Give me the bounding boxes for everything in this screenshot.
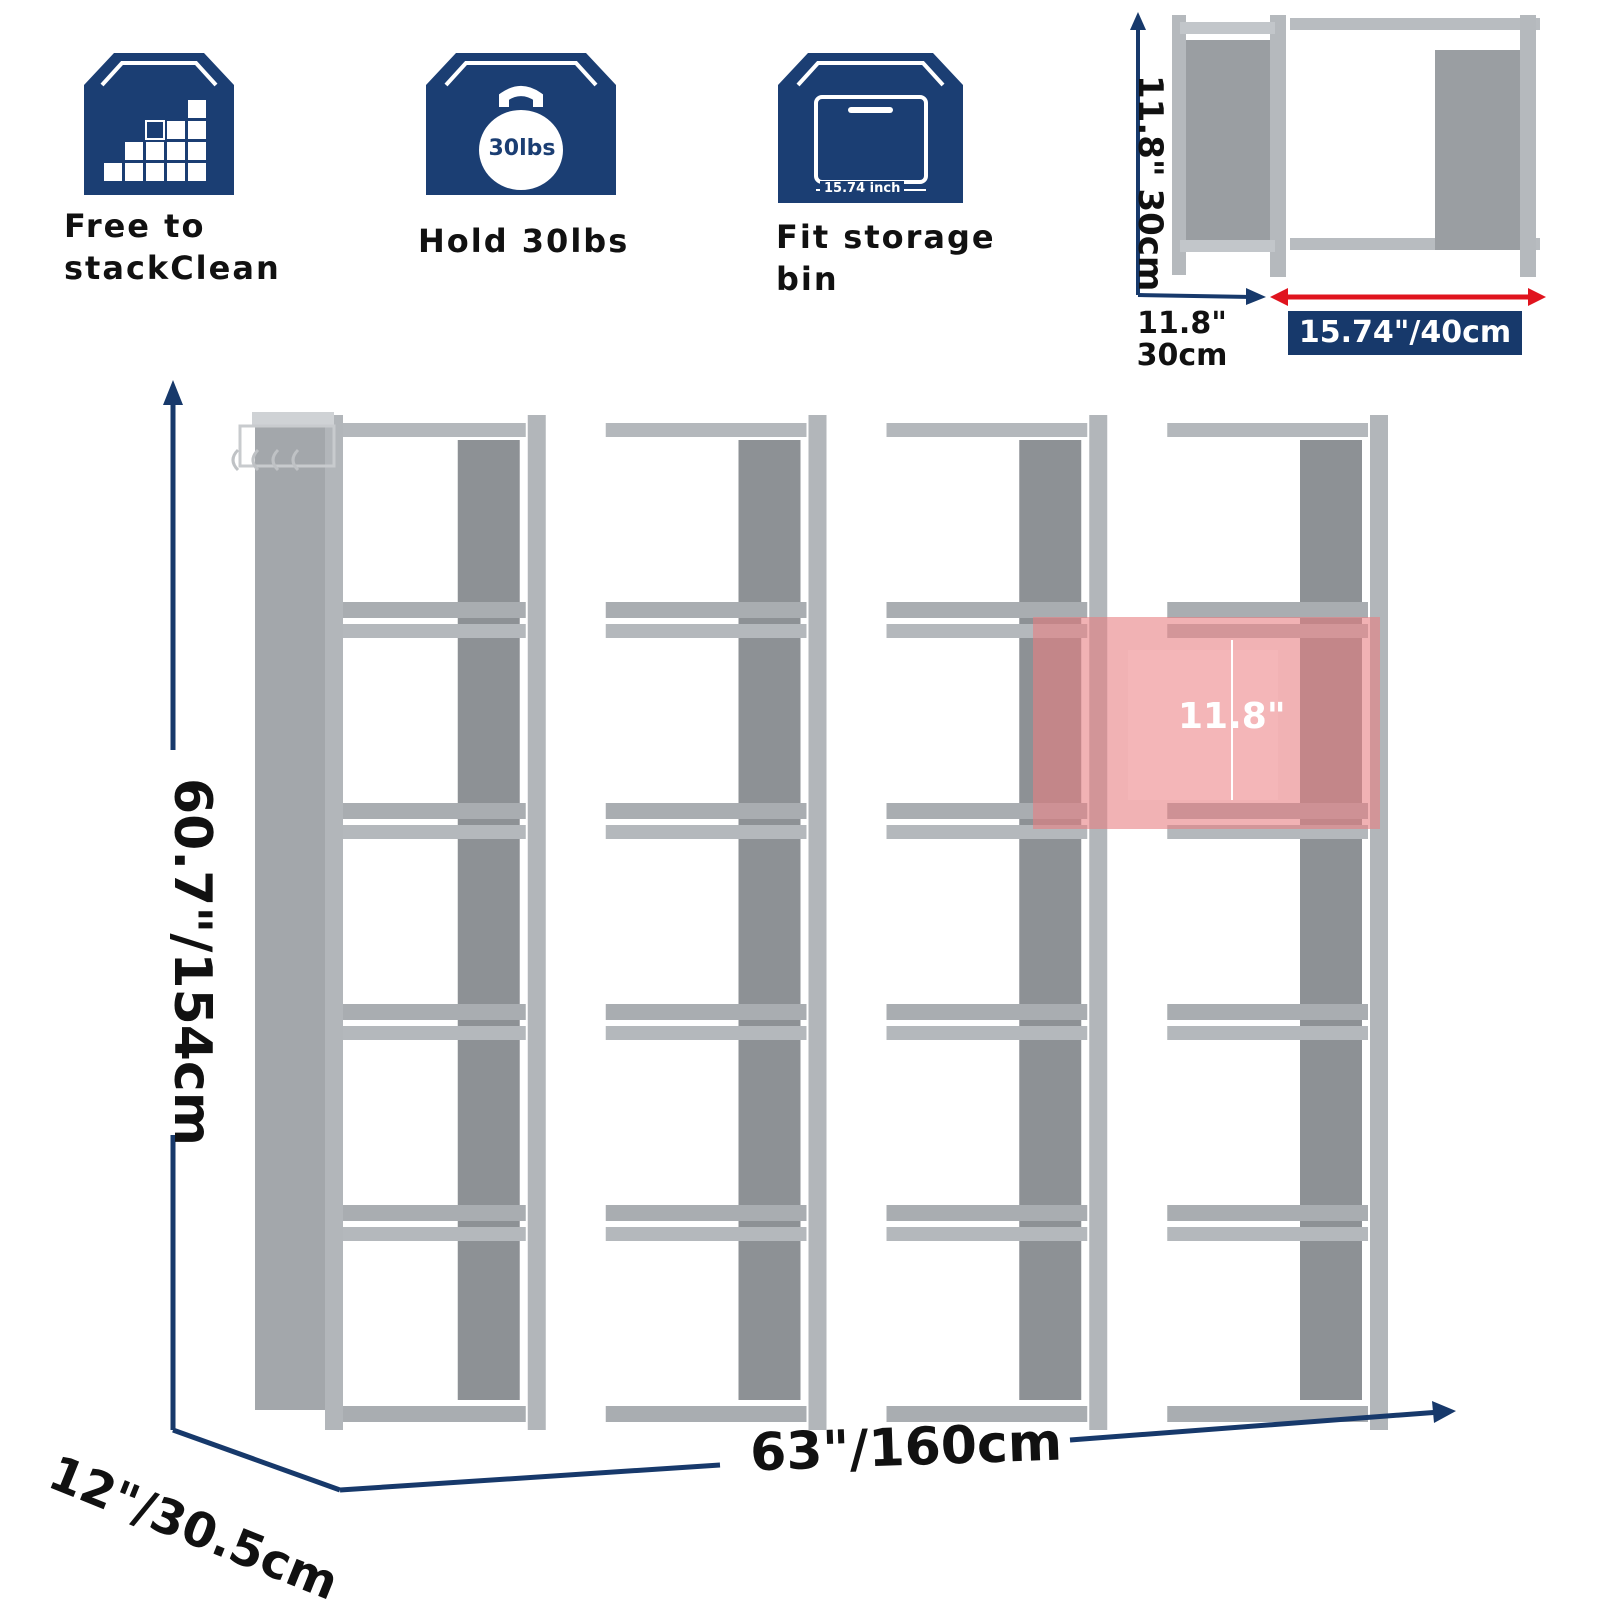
shelf-post bbox=[325, 415, 343, 1430]
cube-diagram bbox=[1130, 12, 1546, 306]
shelf-rail bbox=[325, 1026, 526, 1040]
cube-width-label: 15.74"/40cm bbox=[1288, 311, 1522, 355]
shelf-side-panel bbox=[1300, 440, 1362, 1400]
shelf-board bbox=[1167, 1205, 1368, 1221]
bin-size-text: 15.74 inch bbox=[820, 181, 905, 196]
feature-label-weight: Hold 30lbs bbox=[418, 222, 630, 260]
shelf-board bbox=[605, 1004, 807, 1020]
shelf-rail bbox=[605, 1227, 807, 1241]
shelf-rail bbox=[605, 1026, 807, 1040]
shelf-side-panel bbox=[457, 440, 520, 1400]
shelf-board bbox=[605, 1205, 807, 1221]
shelf-width-label: 63"/160cm bbox=[749, 1412, 1063, 1484]
shelf-board bbox=[605, 803, 807, 819]
shelf-board bbox=[325, 602, 526, 618]
shelf-rail bbox=[1167, 423, 1368, 437]
shelf-board bbox=[1167, 1004, 1368, 1020]
kettlebell-icon bbox=[426, 53, 616, 195]
shelf-left-panel bbox=[255, 425, 330, 1410]
shelf-rail bbox=[325, 1227, 526, 1241]
shelf-rail bbox=[325, 423, 526, 437]
shelf-rail bbox=[325, 624, 526, 638]
shelf-board bbox=[325, 1205, 526, 1221]
feature-label-bin: Fit storage bin bbox=[776, 218, 996, 298]
shelf-board bbox=[886, 1406, 1088, 1422]
shelf-rail bbox=[325, 825, 526, 839]
shelf-rail bbox=[1167, 1026, 1368, 1040]
cube-depth-label: 11.8" 30cm bbox=[1136, 306, 1228, 373]
shelf-rail bbox=[605, 423, 807, 437]
feature-label-stack: Free to stackClean bbox=[64, 207, 281, 287]
shelf-rail bbox=[1167, 1227, 1368, 1241]
shelf-board bbox=[325, 1406, 526, 1422]
shelf-board bbox=[605, 602, 807, 618]
shelf-side-panel bbox=[738, 440, 801, 1400]
shelf-post bbox=[527, 415, 546, 1430]
shelf-post bbox=[808, 415, 827, 1430]
shelf-highlight-label: 11.8" bbox=[1178, 696, 1286, 737]
shelf-board bbox=[1167, 602, 1368, 618]
shelf-rail bbox=[886, 1227, 1088, 1241]
shelf-rail bbox=[886, 1026, 1088, 1040]
shelf-post bbox=[1370, 415, 1388, 1430]
shelf-board bbox=[325, 803, 526, 819]
stack-blocks-icon bbox=[84, 53, 234, 195]
shelf-board bbox=[886, 1004, 1088, 1020]
shelf-board bbox=[1167, 1406, 1368, 1422]
shelf-height-label: 60.7"/154cm bbox=[162, 778, 222, 1146]
shelf-board bbox=[886, 602, 1088, 618]
shelf-board bbox=[886, 1205, 1088, 1221]
shelf-board bbox=[605, 1406, 807, 1422]
shelf-rail bbox=[605, 825, 807, 839]
shelf-side-panel bbox=[1019, 440, 1082, 1400]
shelf-board bbox=[325, 1004, 526, 1020]
shelf-rail bbox=[886, 423, 1088, 437]
shelf-rail bbox=[605, 624, 807, 638]
kettlebell-weight-text: 30lbs bbox=[488, 136, 556, 161]
shelf-post bbox=[1089, 415, 1108, 1430]
